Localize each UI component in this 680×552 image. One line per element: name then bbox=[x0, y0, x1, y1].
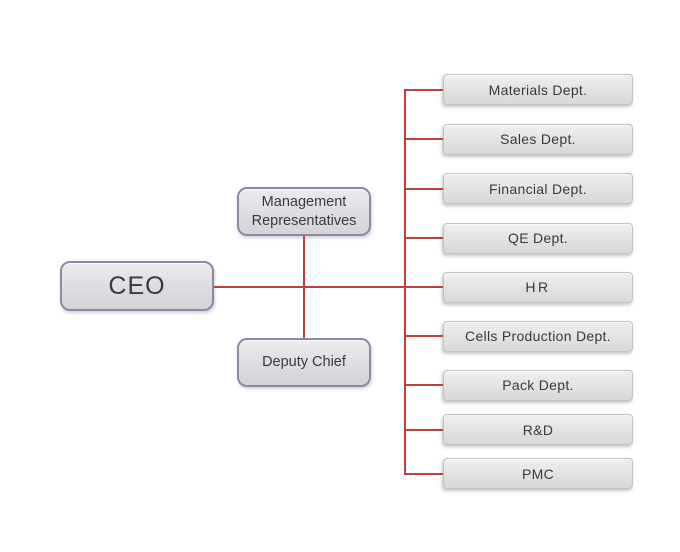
connector-stub-qe bbox=[404, 237, 443, 239]
dept-label: Materials Dept. bbox=[488, 81, 588, 98]
node-dept-pmc: PMC bbox=[443, 458, 633, 489]
node-management-representatives-label: Management Representatives bbox=[251, 194, 357, 229]
dept-label: PMC bbox=[521, 465, 554, 482]
connector-stub-cells-production bbox=[404, 335, 443, 337]
dept-label: Sales Dept. bbox=[500, 131, 576, 147]
node-dept-qe: QE Dept. bbox=[443, 222, 633, 254]
node-management-representatives: Management Representatives bbox=[237, 187, 371, 236]
node-dept-hr: HR bbox=[443, 271, 633, 303]
node-deputy-chief-label: Deputy Chief bbox=[262, 354, 346, 371]
dept-label: Financial Dept. bbox=[489, 180, 587, 197]
dept-label: HR bbox=[525, 279, 551, 295]
node-dept-rd: R&D bbox=[443, 414, 633, 445]
node-dept-sales: Sales Dept. bbox=[443, 123, 633, 155]
node-dept-materials: Materials Dept. bbox=[443, 74, 633, 105]
connector-stub-rd bbox=[404, 428, 443, 431]
node-deputy-chief: Deputy Chief bbox=[237, 338, 371, 387]
connector-trunk-vertical bbox=[404, 88, 406, 475]
connector-stub-pmc bbox=[404, 472, 443, 475]
node-dept-pack: Pack Dept. bbox=[443, 369, 633, 401]
node-dept-cells-production: Cells Production Dept. bbox=[443, 320, 633, 352]
node-ceo-label: CEO bbox=[108, 271, 166, 300]
connector-stub-financial bbox=[404, 187, 443, 190]
connector-management-to-deputy bbox=[303, 236, 305, 338]
connector-stub-sales bbox=[404, 138, 443, 140]
dept-label: QE Dept. bbox=[508, 230, 568, 246]
connector-ceo-to-trunk bbox=[214, 285, 443, 288]
dept-label: Cells Production Dept. bbox=[465, 328, 611, 344]
connector-stub-pack bbox=[404, 384, 443, 386]
node-dept-financial: Financial Dept. bbox=[443, 173, 633, 204]
dept-label: R&D bbox=[522, 421, 554, 438]
dept-label: Pack Dept. bbox=[502, 377, 574, 393]
connector-stub-materials bbox=[404, 88, 443, 91]
connector-stub-hr bbox=[404, 285, 443, 288]
node-ceo: CEO bbox=[60, 261, 214, 311]
